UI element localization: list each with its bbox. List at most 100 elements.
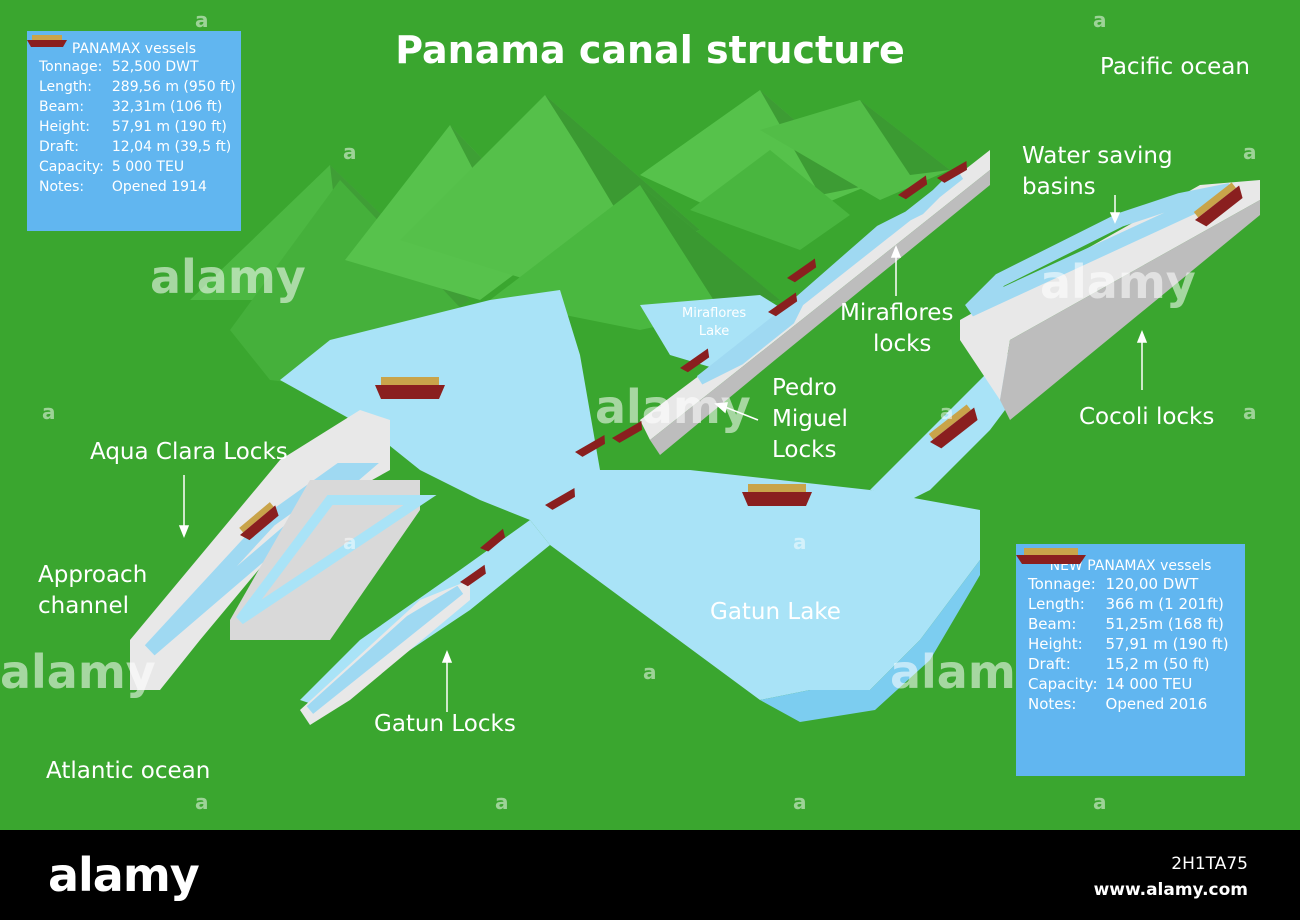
label-line: basins [1022,174,1096,200]
ship-icon [898,175,928,200]
spec-row: Draft: 12,04 m (39,5 ft) [39,137,244,157]
label-line: Miguel [772,406,848,432]
spec-value: 52,500 DWT [111,59,199,75]
label-line: Water saving [1022,143,1173,169]
label-line: Lake [698,324,730,339]
ship-icon [545,488,575,510]
watermark-mark: a [1243,140,1257,164]
label-cocoli-locks: Cocoli locks [1079,404,1215,430]
spec-key: Tonnage: [1028,575,1096,593]
spec-row: Capacity: 5 000 TEU [39,157,244,177]
panamax-specs: Tonnage: 52,500 DWT Length: 289,56 m (950 f… [39,57,244,197]
ship-icon [480,528,506,552]
spec-key: Length: [1028,595,1085,613]
ship-icon [575,435,605,457]
label-water-saving-basins: Water saving basins [1022,141,1173,203]
spec-value: 366 m (1 201ft) [1105,595,1224,613]
spec-row: Length: 289,56 m (950 ft) [39,77,244,97]
spec-row: Tonnage: 52,500 DWT [39,57,244,77]
watermark-mark: a [643,660,657,684]
spec-value: 14 000 TEU [1105,675,1193,693]
ship-icon [768,292,798,317]
page-title: Panama canal structure [395,28,905,72]
spec-row: Height:57,91 m (190 ft) [1028,634,1237,654]
ship-icon [742,484,812,506]
spec-row: Notes: Opened 1914 [39,177,244,197]
spec-row: Height: 57,91 m (190 ft) [39,117,244,137]
diagram-area: alamy alamy alamy alamy alamy a a a a a … [0,0,1300,830]
spec-row: Beam: 51,25m (168 ft) [1028,614,1237,634]
spec-key: Height: [39,119,90,135]
spec-value: Opened 1914 [111,179,207,195]
spec-key: Notes: [39,179,85,195]
label-atlantic-ocean: Atlantic ocean [46,758,211,784]
label-line: Locks [772,437,837,463]
new-panamax-specs: Tonnage: 120,00 DWT Length: 366 m (1 201ft)… [1028,574,1237,714]
spec-value: 120,00 DWT [1105,575,1199,593]
alamy-logo: alamy [48,848,200,902]
spec-key: Capacity: [39,159,104,175]
watermark-text: alamy [150,250,306,304]
spec-value: 12,04 m (39,5 ft) [111,139,232,155]
spec-key: Draft: [1028,655,1071,673]
watermark-mark: a [343,530,357,554]
spec-key: Draft: [39,139,80,155]
label-line: Miraflores [840,300,954,326]
watermark-mark: a [1243,400,1257,424]
spec-value: 5 000 TEU [111,159,185,175]
watermark-text: alamy [0,645,156,699]
label-line: locks [873,331,932,357]
label-pacific-ocean: Pacific ocean [1100,54,1250,80]
ship-icon [460,564,486,587]
label-gatun-locks: Gatun Locks [374,711,516,737]
ship-icon [1016,548,1086,564]
label-gatun-lake: Gatun Lake [710,599,841,625]
label-pedro-miguel-locks: Pedro Miguel Locks [772,373,848,466]
new-panamax-header: NEW PANAMAX vessels [1049,558,1212,574]
spec-key: Capacity: [1028,675,1098,693]
spec-key: Beam: [1028,615,1077,633]
watermark-mark: a [793,790,807,814]
watermark-mark: a [195,8,209,32]
spec-key: Tonnage: [39,59,103,75]
spec-row: Tonnage: 120,00 DWT [1028,574,1237,594]
mountains [190,90,950,390]
watermark-mark: a [1093,8,1107,32]
canal-illustration [130,90,1260,725]
ship-icon [1193,182,1243,227]
ship-icon [612,421,642,443]
watermark-mark: a [1093,790,1107,814]
spec-value: 289,56 m (950 ft) [111,79,236,95]
ship-icon [680,348,710,373]
spec-row: Length: 366 m (1 201ft) [1028,594,1237,614]
spec-key: Length: [39,79,93,95]
watermark-mark: a [343,140,357,164]
ship-icon [27,35,67,47]
ship-icon [928,404,978,449]
label-aqua-clara-locks: Aqua Clara Locks [90,439,288,465]
watermark-text: alamy [1040,255,1196,309]
spec-value: 15,2 m (50 ft) [1105,655,1210,673]
watermark-mark: a [42,400,56,424]
lock-walls [130,150,1260,725]
spec-value: 57,91 m (190 ft) [111,119,227,135]
label-line: Approach [38,562,148,588]
spec-value: Opened 2016 [1105,695,1208,713]
spec-row: Beam:32,31m (106 ft) [39,97,244,117]
footer-bar: alamy 2H1TA75 www.alamy.com [0,830,1300,920]
watermark-text: alamy [595,380,751,434]
label-miraflores-locks: Miraflores locks [840,298,953,360]
spec-value: 32,31m (106 ft) [111,99,223,115]
site-url[interactable]: www.alamy.com [1093,880,1248,900]
label-miraflores-lake: Miraflores Lake [682,305,746,341]
spec-value: 51,25m (168 ft) [1105,615,1224,633]
spec-row: Notes:Opened 2016 [1028,694,1237,714]
label-line: Pedro [772,375,837,401]
spec-value: 57,91 m (190 ft) [1105,635,1229,653]
watermark-mark: a [195,790,209,814]
label-approach-channel: Approach channel [38,560,147,622]
watermark-mark: a [940,400,954,424]
